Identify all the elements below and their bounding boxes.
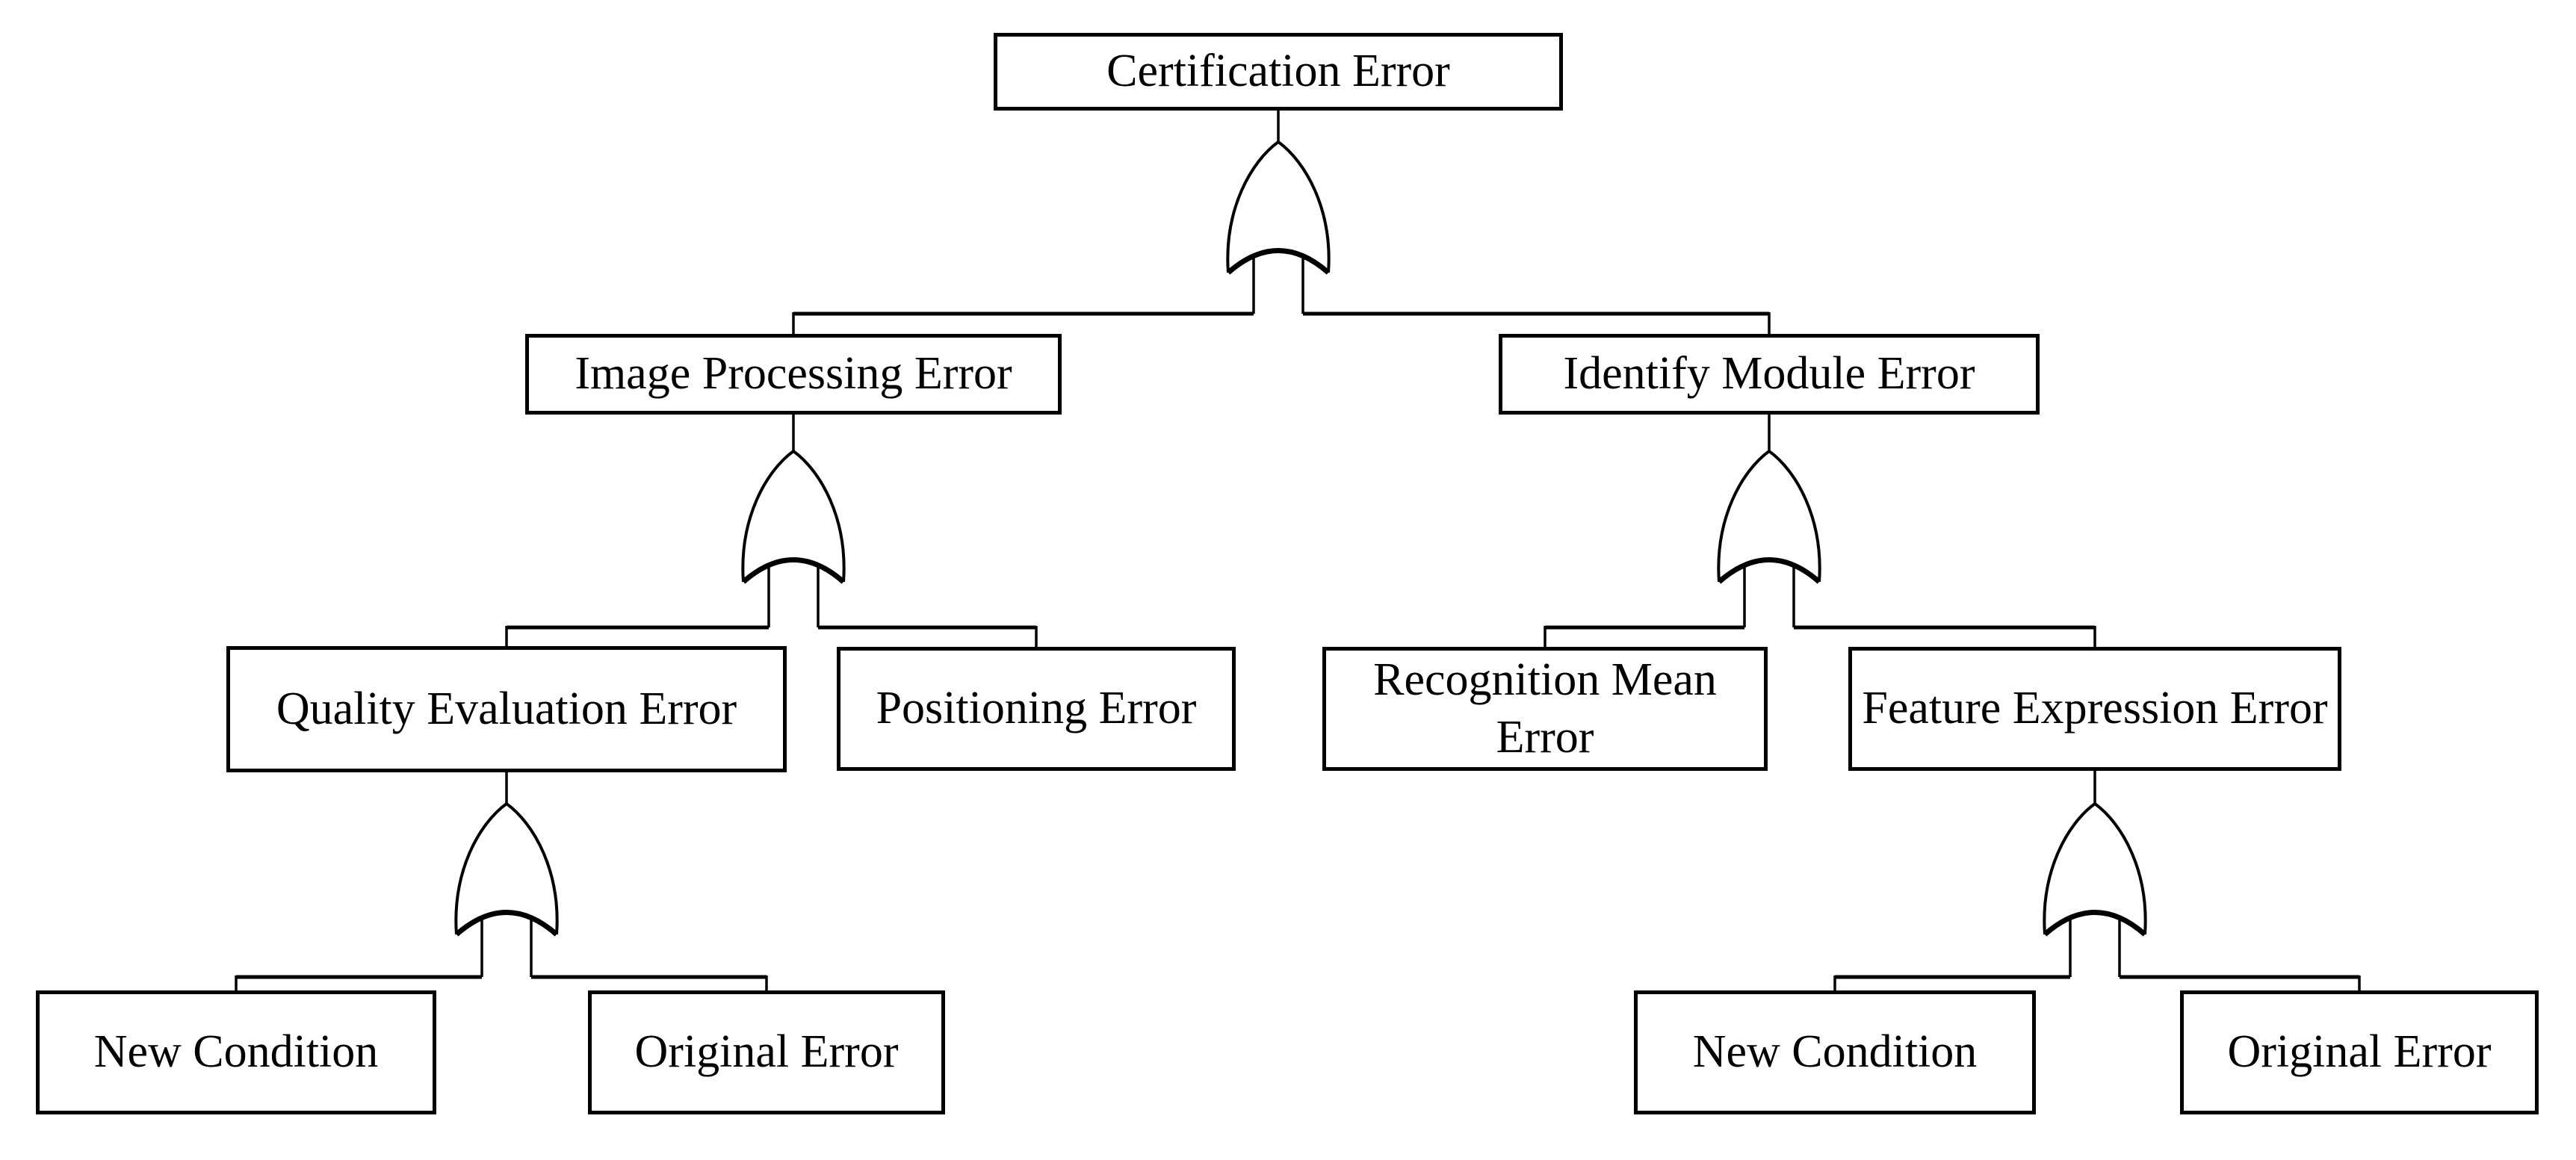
connector-quality-evaluation: [235, 772, 768, 992]
node-certification-error: Certification Error: [994, 33, 1563, 111]
node-recognition-mean-error: Recognition Mean Error: [1322, 647, 1768, 771]
node-new-condition-right: New Condition: [1634, 990, 2036, 1114]
or-gate-icon: [454, 801, 559, 937]
node-label: Certification Error: [1106, 46, 1450, 97]
node-label: New Condition: [93, 1026, 379, 1078]
or-gate-icon: [1717, 449, 1821, 584]
node-label: Original Error: [2227, 1026, 2492, 1078]
node-label: Quality Evaluation Error: [276, 683, 737, 734]
or-gate-icon: [1226, 140, 1331, 275]
node-label: Identify Module Error: [1563, 348, 1975, 400]
connector-image-processing: [505, 415, 1038, 648]
node-label: Image Processing Error: [575, 348, 1012, 400]
or-gate-icon: [741, 449, 846, 584]
node-label: Recognition Mean Error: [1373, 654, 1717, 763]
node-label: Positioning Error: [876, 683, 1197, 734]
node-quality-evaluation-error: Quality Evaluation Error: [226, 646, 787, 772]
node-label: Feature Expression Error: [1862, 683, 2328, 734]
node-feature-expression-error: Feature Expression Error: [1848, 647, 2341, 771]
node-positioning-error: Positioning Error: [837, 647, 1236, 771]
node-original-error-right: Original Error: [2180, 990, 2539, 1114]
connector-feature-expression: [1833, 771, 2361, 992]
node-new-condition-left: New Condition: [36, 990, 436, 1114]
node-label: New Condition: [1692, 1026, 1978, 1078]
node-original-error-left: Original Error: [588, 990, 945, 1114]
connector-certification: [792, 111, 1771, 335]
node-identify-module-error: Identify Module Error: [1499, 334, 2040, 415]
or-gate-icon: [2043, 801, 2147, 937]
connector-identify-module: [1544, 415, 2096, 648]
node-image-processing-error: Image Processing Error: [525, 334, 1062, 415]
node-label: Original Error: [634, 1026, 899, 1078]
